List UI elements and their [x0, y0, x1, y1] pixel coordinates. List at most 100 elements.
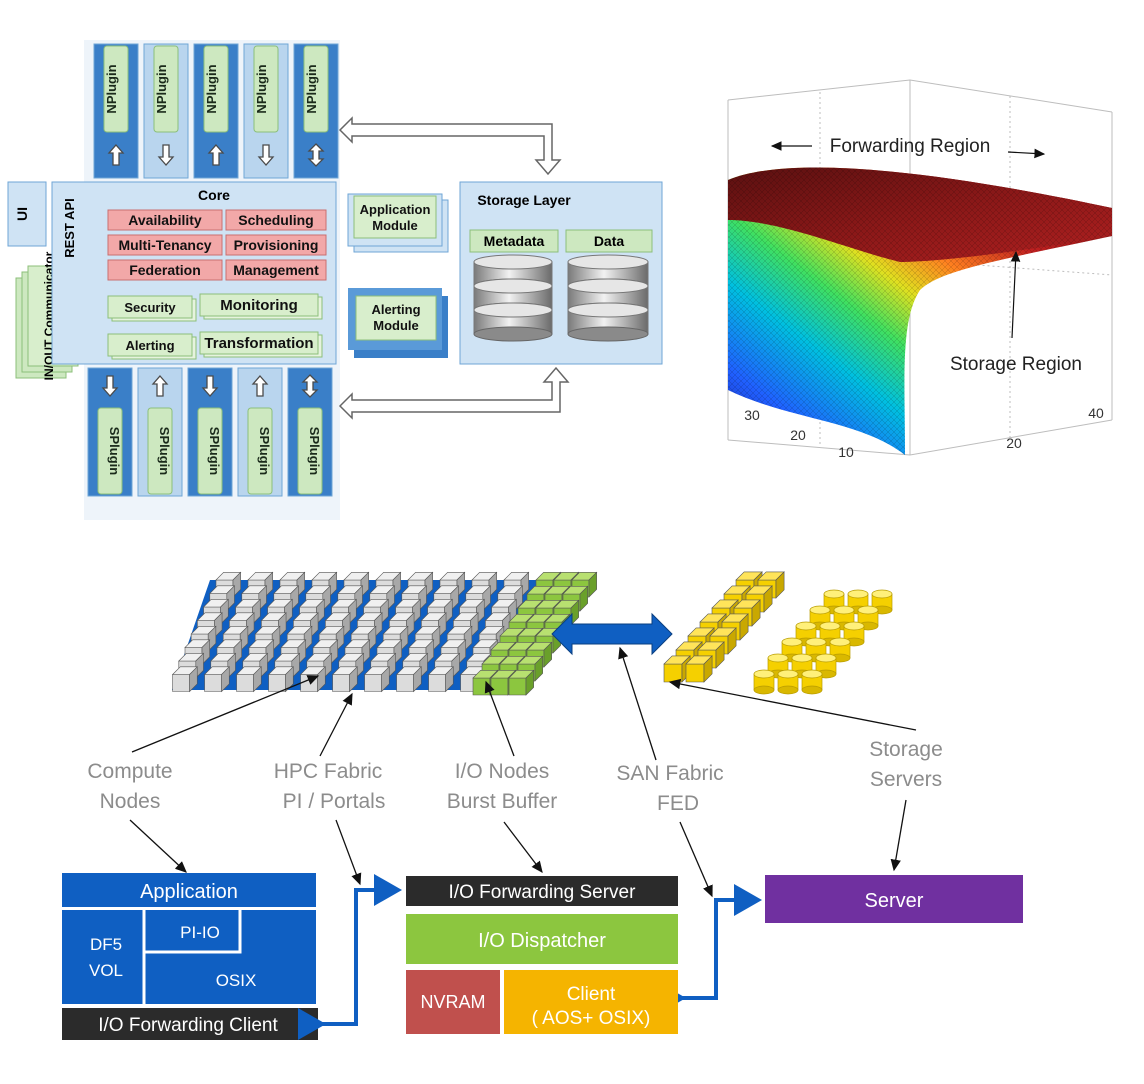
ui-box	[7, 181, 47, 247]
left-tick-label: 10	[838, 444, 854, 460]
nplugin-label: NPlugin	[154, 64, 169, 113]
splugin-label: SPlugin	[157, 427, 172, 475]
compute-nodes-label-2: Nodes	[100, 790, 161, 813]
san-fabric-label-2: FED	[657, 792, 699, 815]
direction-arrow-icon	[251, 375, 269, 397]
storage-region-arrow	[1010, 250, 1021, 339]
splugin-label: SPlugin	[307, 427, 322, 475]
nplugin-4: NPlugin	[243, 43, 289, 179]
pi-io-divider	[144, 910, 242, 954]
splugin-label: SPlugin	[107, 427, 122, 475]
pointer-lines	[129, 646, 917, 898]
application-label: Application	[140, 881, 238, 903]
hpc-fabric-label-1: HPC Fabric	[274, 760, 383, 783]
architecture-diagram: NPlugin NPlugin NPlugin NPlugin NPlugin SPlu…	[7, 40, 663, 520]
pi-io-label: PI-IO	[180, 923, 220, 942]
nplugin-1: NPlugin	[93, 43, 139, 179]
database-stacks	[473, 254, 649, 342]
storage-arrow-bottom	[338, 366, 570, 420]
compute-node	[331, 666, 358, 693]
storage-cylinder	[857, 605, 879, 631]
metadata-box	[469, 229, 559, 253]
compute-node	[299, 666, 326, 693]
client-label-1: Client	[567, 984, 616, 1005]
core-module-monitoring: Monitoring	[220, 297, 297, 314]
server-storage-connector	[658, 884, 762, 1014]
storage-cylinders-grid	[753, 589, 893, 695]
core-title: Core	[198, 187, 230, 203]
core-service-scheduling: Scheduling	[238, 212, 313, 228]
san-fabric-label-1: SAN Fabric	[616, 762, 723, 785]
storage-region-label: Storage Region	[950, 354, 1082, 375]
metadata-database-icon	[473, 254, 553, 342]
splugin-1: SPlugin	[87, 367, 133, 497]
direction-arrow-icon	[151, 375, 169, 397]
data-database-icon	[567, 254, 649, 342]
hpc-system-diagram: Compute Nodes HPC Fabric PI / Portals I/…	[62, 571, 1023, 1040]
direction-arrow-icon	[301, 374, 319, 398]
right-tick-label: 40	[1088, 405, 1104, 421]
client-box	[504, 970, 678, 1034]
splugin-label: SPlugin	[257, 427, 272, 475]
splugin-3: SPlugin	[187, 367, 233, 497]
data-box	[565, 229, 653, 253]
io-node	[508, 669, 535, 696]
io-nodes-label-1: I/O Nodes	[455, 760, 550, 783]
core-service-management: Management	[233, 262, 319, 278]
storage-layer-title: Storage Layer	[477, 192, 571, 208]
san-fabric-arrow	[551, 612, 673, 656]
hpc-fabric-label-2: PI / Portals	[283, 790, 386, 813]
nplugin-label: NPlugin	[204, 64, 219, 113]
direction-arrow-icon	[257, 144, 275, 166]
core-service-multi-tenancy: Multi-Tenancy	[118, 237, 211, 253]
nvram-box	[406, 970, 500, 1034]
splugin-5: SPlugin	[287, 367, 333, 497]
compute-node	[338, 652, 365, 679]
compute-nodes-label-1: Compute	[87, 760, 172, 783]
nplugin-label: NPlugin	[254, 64, 269, 113]
compute-node	[363, 666, 390, 693]
core-service-availability: Availability	[128, 212, 202, 228]
io-forwarding-client-label: I/O Forwarding Client	[98, 1015, 278, 1036]
direction-arrow-icon	[201, 375, 219, 397]
splugin-2: SPlugin	[137, 367, 183, 497]
direction-arrow-icon	[307, 143, 325, 167]
direction-arrow-icon	[157, 144, 175, 166]
core-module-security: Security	[124, 300, 176, 315]
application-module-line2: Module	[372, 218, 418, 233]
storage-servers-label-2: Servers	[870, 768, 942, 791]
io-dispatcher-label: I/O Dispatcher	[478, 930, 606, 952]
storage-cylinder	[753, 669, 775, 695]
nvram-label: NVRAM	[420, 992, 485, 1012]
core-service-provisioning: Provisioning	[234, 237, 319, 253]
right-tick-label: 20	[1006, 435, 1022, 451]
compute-node	[427, 666, 454, 693]
storage-server-cube	[685, 655, 713, 683]
client-layers	[62, 910, 316, 1004]
rest-api-label: REST API	[62, 198, 77, 257]
df5-label-1: DF5	[90, 935, 122, 954]
osix-label: OSIX	[216, 971, 257, 990]
forwarding-arrow-right	[1007, 148, 1046, 159]
splugin-group: SPlugin SPlugin SPlugin SPlugin SPlugin	[87, 367, 333, 497]
surface-mesh	[728, 167, 1112, 455]
server-label: Server	[865, 890, 924, 912]
splugin-label: SPlugin	[207, 427, 222, 475]
compute-node	[209, 585, 236, 612]
io-forwarding-server-bar	[406, 876, 678, 906]
storage-cylinder	[801, 669, 823, 695]
nplugin-label: NPlugin	[104, 64, 119, 113]
server-box	[765, 875, 1023, 923]
storage-cubes-grid	[663, 571, 785, 683]
application-bar	[62, 873, 316, 907]
nplugin-3: NPlugin	[193, 43, 239, 179]
forwarding-region-label: Forwarding Region	[830, 136, 991, 157]
client-label-2: ( AOS+ OSIX)	[532, 1008, 651, 1029]
alerting-module-line1: Alerting	[371, 302, 420, 317]
direction-arrow-icon	[101, 375, 119, 397]
nplugin-5: NPlugin	[293, 43, 339, 179]
surface-plot: Forwarding Region Storage Region 302010 …	[727, 79, 1113, 460]
splugin-4: SPlugin	[237, 367, 283, 497]
